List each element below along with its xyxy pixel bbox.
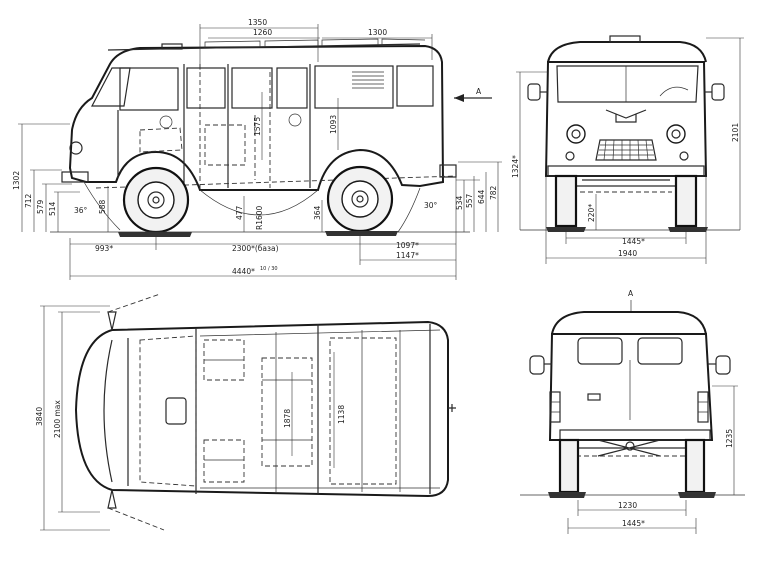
dim-1300: 1300 <box>368 28 387 37</box>
dim-1445-rear: 1445* <box>622 519 645 528</box>
rear-view: А 1235 1230 1445* <box>520 289 745 534</box>
dim-477: 477 <box>235 205 244 220</box>
top-view: 3840 2100 max 1878 1138 <box>35 293 456 531</box>
dim-364: 364 <box>313 205 322 220</box>
dim-588: 588 <box>98 199 107 214</box>
dim-1230: 1230 <box>618 501 637 510</box>
view-arrow-a: А <box>476 87 482 96</box>
dim-1138: 1138 <box>337 405 346 424</box>
rear-view-label: А <box>628 289 634 298</box>
dim-220: 220* <box>587 204 596 222</box>
dim-1235: 1235 <box>725 429 734 448</box>
dim-2101: 2101 <box>731 123 740 142</box>
dim-1350: 1350 <box>248 18 267 27</box>
dim-1324: 1324* <box>511 155 520 178</box>
dim-644: 644 <box>477 189 486 204</box>
dim-1147: 1147* <box>396 251 419 260</box>
dim-712: 712 <box>24 193 33 208</box>
dim-514: 514 <box>48 201 57 216</box>
dim-1445-front: 1445* <box>622 237 645 246</box>
dim-30deg: 30° <box>424 201 438 210</box>
dim-1260: 1260 <box>253 28 272 37</box>
dim-4440-tolerance: 10 / 30 <box>260 266 278 272</box>
front-view: 1324* 2101 220* 1445* 1940 <box>511 35 744 264</box>
dim-1302: 1302 <box>12 171 21 190</box>
dim-2300-base: 2300*(база) <box>232 244 279 253</box>
dim-534: 534 <box>455 195 464 210</box>
dim-1093: 1093 <box>329 115 338 134</box>
dim-4440: 4440* <box>232 267 255 276</box>
dim-1097: 1097* <box>396 241 419 250</box>
dim-579: 579 <box>36 199 45 214</box>
dim-1940: 1940 <box>618 249 637 258</box>
dim-3840: 3840 <box>35 407 44 426</box>
side-view: 1350 1260 1300 1302 712 579 514 36° 588 … <box>12 18 502 280</box>
dim-557: 557 <box>465 193 474 208</box>
dim-36deg: 36° <box>74 206 88 215</box>
front-grille <box>595 139 657 161</box>
rear-wheel <box>326 165 394 233</box>
dim-993: 993* <box>95 244 113 253</box>
dim-2100-max: 2100 max <box>53 400 62 438</box>
dim-1878: 1878 <box>283 409 292 428</box>
front-wheel <box>122 166 190 234</box>
dim-782: 782 <box>489 185 498 200</box>
dim-r1600: R1600 <box>255 205 264 230</box>
vent-louvers <box>352 71 384 89</box>
dim-1575: 1575 <box>253 117 262 136</box>
